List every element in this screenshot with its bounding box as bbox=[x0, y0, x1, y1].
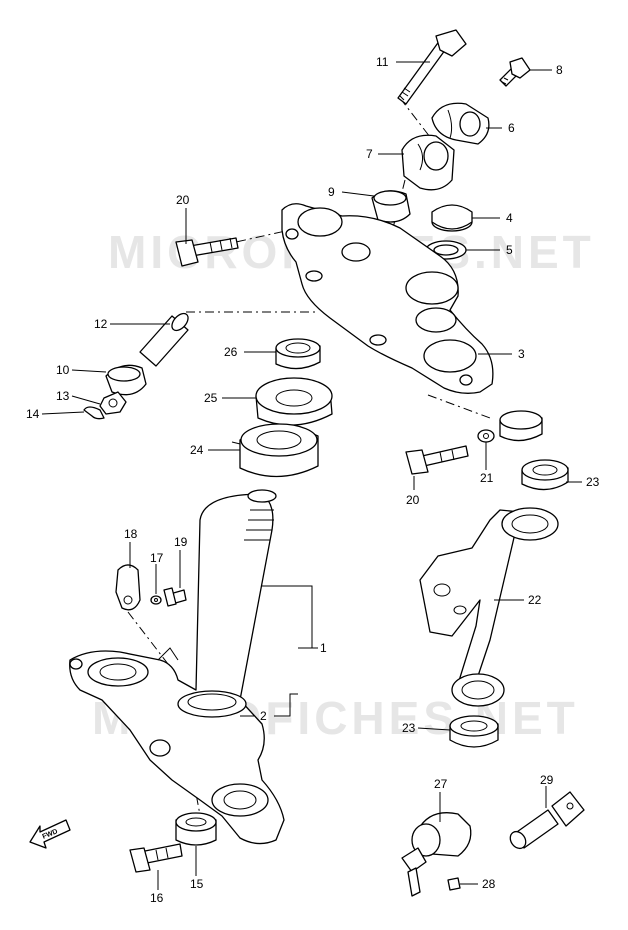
cotter-pin-14 bbox=[83, 406, 105, 420]
dust-seal-25 bbox=[255, 377, 333, 426]
grommet-23a bbox=[521, 459, 569, 491]
washer-17 bbox=[150, 595, 162, 605]
upper-bracket-3 bbox=[281, 203, 494, 394]
clamp-bolt-8 bbox=[499, 57, 531, 87]
part-label-27: 27 bbox=[434, 777, 448, 791]
part-label-15: 15 bbox=[190, 877, 204, 891]
part-label-20a: 20 bbox=[176, 193, 190, 207]
part-label-12: 12 bbox=[94, 317, 108, 331]
part-label-21: 21 bbox=[480, 471, 494, 485]
grommet-upper-group bbox=[499, 410, 543, 442]
part-labels: 11 8 6 7 9 20 4 5 12 3 26 10 13 14 25 24… bbox=[26, 55, 600, 905]
cushion-10 bbox=[105, 364, 147, 396]
upper-clamp-6 bbox=[431, 102, 490, 145]
part-label-13: 13 bbox=[56, 389, 70, 403]
part-label-17: 17 bbox=[150, 551, 164, 565]
spacer-12 bbox=[139, 312, 189, 367]
cap-4 bbox=[431, 204, 473, 232]
fwd-arrow-icon: FWD bbox=[29, 819, 71, 849]
cushion-9 bbox=[371, 190, 411, 223]
bearing-24 bbox=[239, 423, 319, 478]
part-label-16: 16 bbox=[150, 891, 164, 905]
lower-holder-7 bbox=[401, 134, 455, 191]
part-label-9: 9 bbox=[328, 185, 335, 199]
part-label-22: 22 bbox=[528, 593, 542, 607]
part-label-23a: 23 bbox=[586, 475, 600, 489]
lock-key-29 bbox=[509, 791, 585, 850]
screw-28 bbox=[447, 877, 461, 891]
bolt-16 bbox=[129, 843, 183, 873]
part-label-28: 28 bbox=[482, 877, 496, 891]
part-label-3: 3 bbox=[518, 347, 525, 361]
part-label-18: 18 bbox=[124, 527, 138, 541]
part-label-6: 6 bbox=[508, 121, 515, 135]
part-label-14: 14 bbox=[26, 407, 40, 421]
clamp-18 bbox=[115, 564, 141, 611]
bracket-bolt-20a bbox=[175, 237, 239, 267]
holder-bolt-11 bbox=[397, 29, 467, 105]
part-label-24: 24 bbox=[190, 443, 204, 457]
washer-21 bbox=[477, 429, 495, 443]
part-label-20b: 20 bbox=[406, 493, 420, 507]
part-label-4: 4 bbox=[506, 211, 513, 225]
part-label-2: 2 bbox=[260, 709, 267, 723]
part-label-19: 19 bbox=[174, 535, 188, 549]
part-label-23b: 23 bbox=[402, 721, 416, 735]
part-label-1: 1 bbox=[320, 641, 327, 655]
part-label-26: 26 bbox=[224, 345, 238, 359]
part-label-8: 8 bbox=[556, 63, 563, 77]
part-label-7: 7 bbox=[366, 147, 373, 161]
steering-stem-1 bbox=[69, 489, 285, 845]
part-label-11: 11 bbox=[376, 55, 389, 69]
bracket-bolt-20b bbox=[405, 445, 469, 475]
part-label-5: 5 bbox=[506, 243, 513, 257]
steering-lock-27 bbox=[401, 812, 472, 897]
screw-19 bbox=[163, 587, 187, 607]
part-label-10: 10 bbox=[56, 363, 70, 377]
bushing-15 bbox=[175, 812, 217, 846]
nut-13 bbox=[99, 391, 127, 415]
bracket-22 bbox=[419, 507, 559, 707]
grommet-23b bbox=[449, 715, 499, 748]
dust-seal-2 bbox=[177, 690, 247, 718]
stem-nut-26 bbox=[275, 338, 321, 370]
part-label-25: 25 bbox=[204, 391, 218, 405]
part-label-29: 29 bbox=[540, 773, 554, 787]
leader-lines bbox=[41, 61, 582, 890]
